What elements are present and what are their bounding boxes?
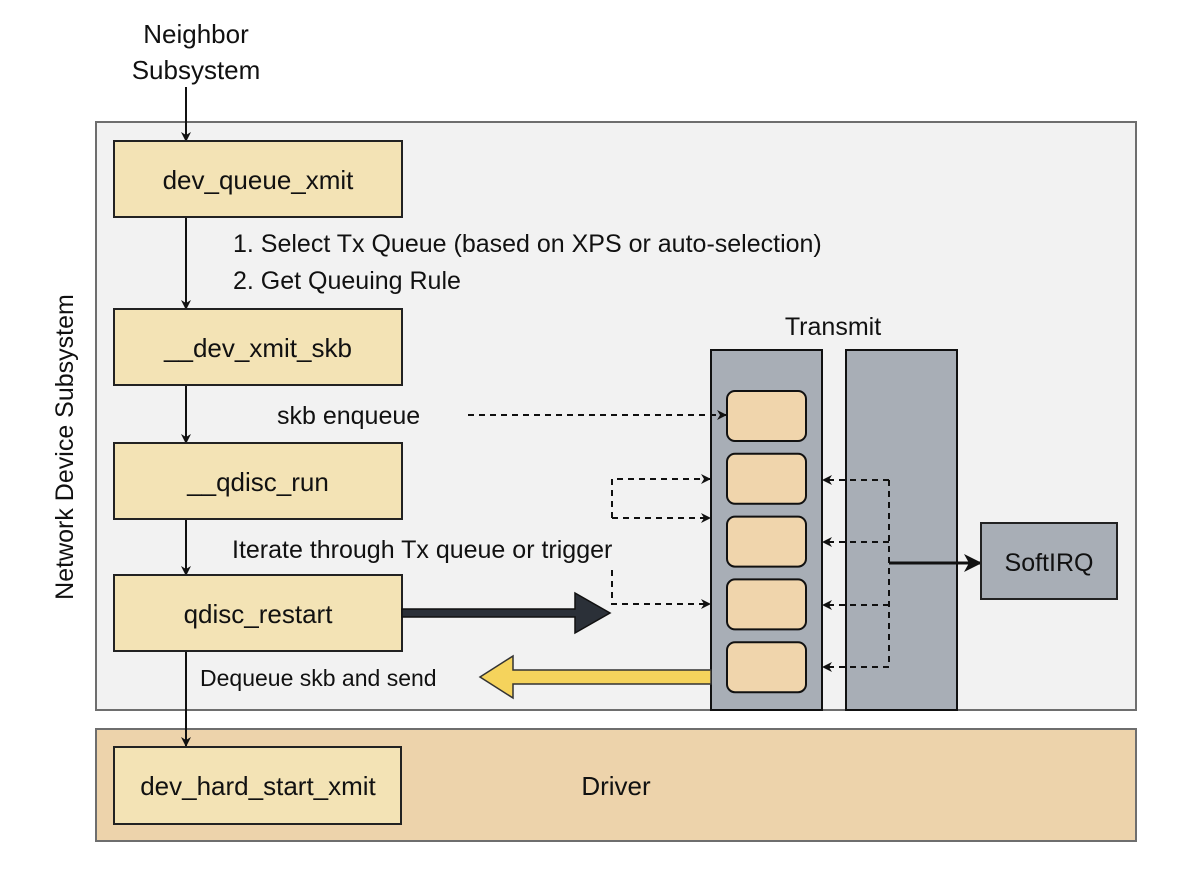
annotation-step2: 2. Get Queuing Rule [233, 267, 461, 295]
neighbor-subsystem-line2: Subsystem [132, 55, 261, 85]
transmit-label: Transmit [785, 313, 881, 341]
softirq-column [845, 349, 958, 711]
function-box-qdisc-restart: qdisc_restart [113, 574, 403, 652]
function-box-dev-queue-xmit: dev_queue_xmit [113, 140, 403, 218]
function-label: qdisc_restart [184, 599, 334, 629]
function-box-dev-hard-start-xmit: dev_hard_start_xmit [113, 746, 402, 825]
annotation-step1: 1. Select Tx Queue (based on XPS or auto… [233, 230, 822, 258]
tx-queue-slots [726, 390, 807, 694]
function-label: __qdisc_run [186, 467, 329, 497]
tx-queue-slot [726, 452, 807, 505]
tx-queue-slot [726, 641, 807, 694]
function-box-qdisc-run: __qdisc_run [113, 442, 403, 520]
function-label: dev_hard_start_xmit [140, 771, 376, 801]
softirq-dashed-arrows [822, 475, 890, 672]
annotation-dequeue: Dequeue skb and send [200, 665, 437, 691]
subsystem-label: Network Device Subsystem [51, 294, 79, 600]
annotation-iterate: Iterate through Tx queue or trigger [232, 536, 612, 564]
driver-label: Driver [581, 771, 651, 801]
tx-queue-slot [726, 515, 807, 568]
iterate-bracket-bottom [611, 570, 711, 609]
function-box-dev-xmit-skb: __dev_xmit_skb [113, 308, 403, 386]
function-label: __dev_xmit_skb [163, 333, 352, 363]
softirq-label: SoftIRQ [1005, 549, 1094, 577]
tx-queue-slot [726, 390, 807, 442]
annotation-skb-enqueue: skb enqueue [277, 402, 420, 430]
function-label: dev_queue_xmit [163, 165, 355, 195]
arrow-qdisc-restart-to-queue [401, 591, 612, 635]
iterate-bracket-top [611, 474, 711, 518]
tx-queue-slot [726, 578, 807, 631]
arrow-dequeue-send [478, 654, 712, 700]
neighbor-subsystem-line1: Neighbor [143, 19, 249, 49]
softirq-box: SoftIRQ [980, 522, 1118, 600]
iterate-dashed-arrows [611, 474, 711, 609]
